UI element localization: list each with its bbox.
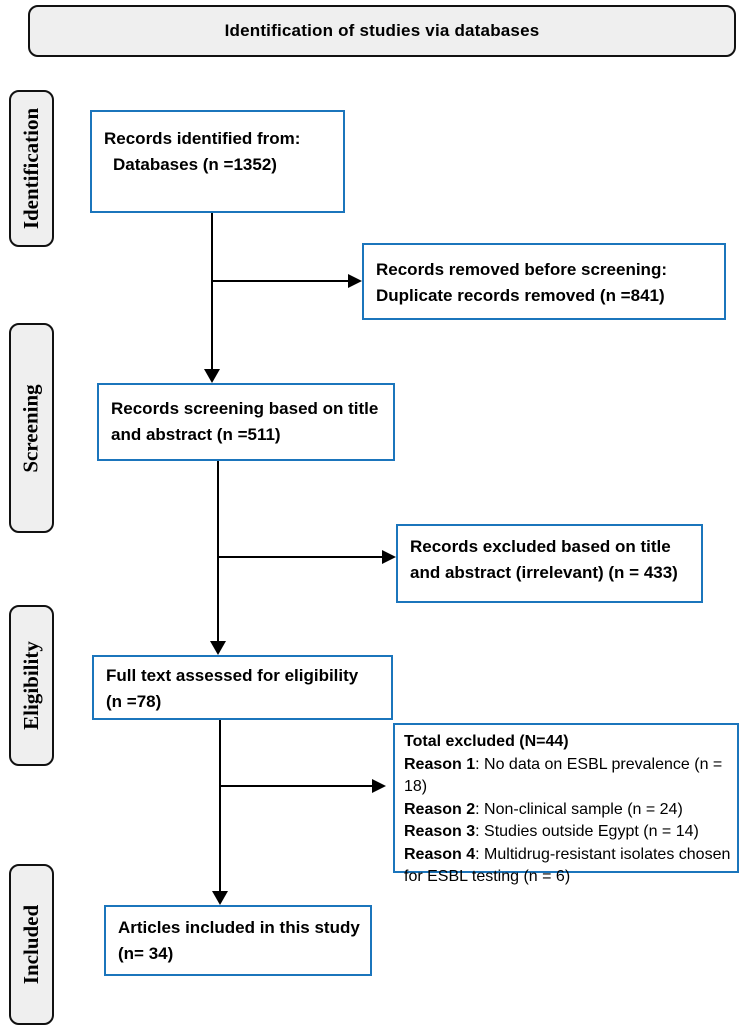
- stage-label-text: Included: [19, 904, 43, 985]
- reason-text: : Studies outside Egypt (n = 14): [475, 823, 699, 841]
- stage-label-identification: Identification: [9, 90, 54, 247]
- box-records-identified: Records identified from: Databases (n =1…: [90, 110, 345, 213]
- header-box: Identification of studies via databases: [28, 5, 736, 57]
- exclusion-reason: Reason 2: Non-clinical sample (n = 24): [404, 799, 731, 822]
- reason-text: : Non-clinical sample (n = 24): [475, 800, 683, 818]
- box-text-line: Records removed before screening:: [376, 260, 667, 279]
- box-text-line: Duplicate records removed (n =841): [376, 285, 665, 305]
- box-text-line: Records excluded based on title: [410, 537, 671, 556]
- stage-label-text: Eligibility: [19, 641, 43, 730]
- total-excluded-title: Total excluded (N=44): [404, 733, 569, 750]
- box-full-text-assessed: Full text assessed for eligibility (n =7…: [92, 655, 393, 720]
- stage-label-screening: Screening: [9, 323, 54, 533]
- reason-label: Reason 3: [404, 823, 476, 841]
- box-text-line: and abstract (n =511): [111, 424, 281, 444]
- arrowhead-identified-to-screening: [204, 369, 220, 383]
- box-records-screening: Records screening based on title and abs…: [97, 383, 395, 461]
- arrowhead-screening-to-fulltext: [210, 641, 226, 655]
- box-total-excluded: Total excluded (N=44) Reason 1: No data …: [393, 723, 739, 885]
- box-text-line: Records identified from:: [104, 129, 301, 148]
- box-text-line: Records screening based on title: [111, 399, 379, 418]
- box-articles-included: Articles included in this study (n= 34): [104, 905, 372, 976]
- exclusion-reason: Reason 4: Multidrug-resistant isolates c…: [404, 844, 731, 889]
- box-text-line: Databases (n =1352): [113, 154, 277, 174]
- box-text-line: and abstract (irrelevant) (n = 433): [410, 562, 678, 582]
- box-text-line: (n= 34): [118, 943, 174, 963]
- box-records-removed: Records removed before screening: Duplic…: [362, 243, 726, 320]
- box-text-line: Full text assessed for eligibility: [106, 666, 359, 685]
- arrowhead-to-records-excluded: [382, 550, 396, 564]
- header-title: Identification of studies via databases: [224, 21, 540, 40]
- reason-label: Reason 4: [404, 845, 476, 863]
- stage-label-text: Screening: [19, 383, 43, 473]
- box-records-excluded-title-abstract: Records excluded based on title and abst…: [396, 524, 703, 603]
- exclusion-reason: Reason 3: Studies outside Egypt (n = 14): [404, 821, 731, 844]
- arrowhead-to-total-excluded: [372, 779, 386, 793]
- reason-label: Reason 2: [404, 800, 476, 818]
- arrowhead-to-records-removed: [348, 274, 362, 288]
- reason-label: Reason 1: [404, 755, 476, 773]
- exclusion-reason: Reason 1: No data on ESBL prevalence (n …: [404, 754, 731, 799]
- box-text-line: (n =78): [106, 691, 162, 711]
- reason-text: : Multidrug-resistant isolates chosen fo…: [404, 845, 731, 886]
- reason-text: : No data on ESBL prevalence (n = 18): [404, 755, 723, 796]
- arrowhead-fulltext-to-included: [212, 891, 228, 905]
- box-text-line: Articles included in this study: [118, 918, 360, 937]
- stage-label-eligibility: Eligibility: [9, 605, 54, 766]
- stage-label-included: Included: [9, 864, 54, 1025]
- stage-label-text: Identification: [19, 107, 43, 230]
